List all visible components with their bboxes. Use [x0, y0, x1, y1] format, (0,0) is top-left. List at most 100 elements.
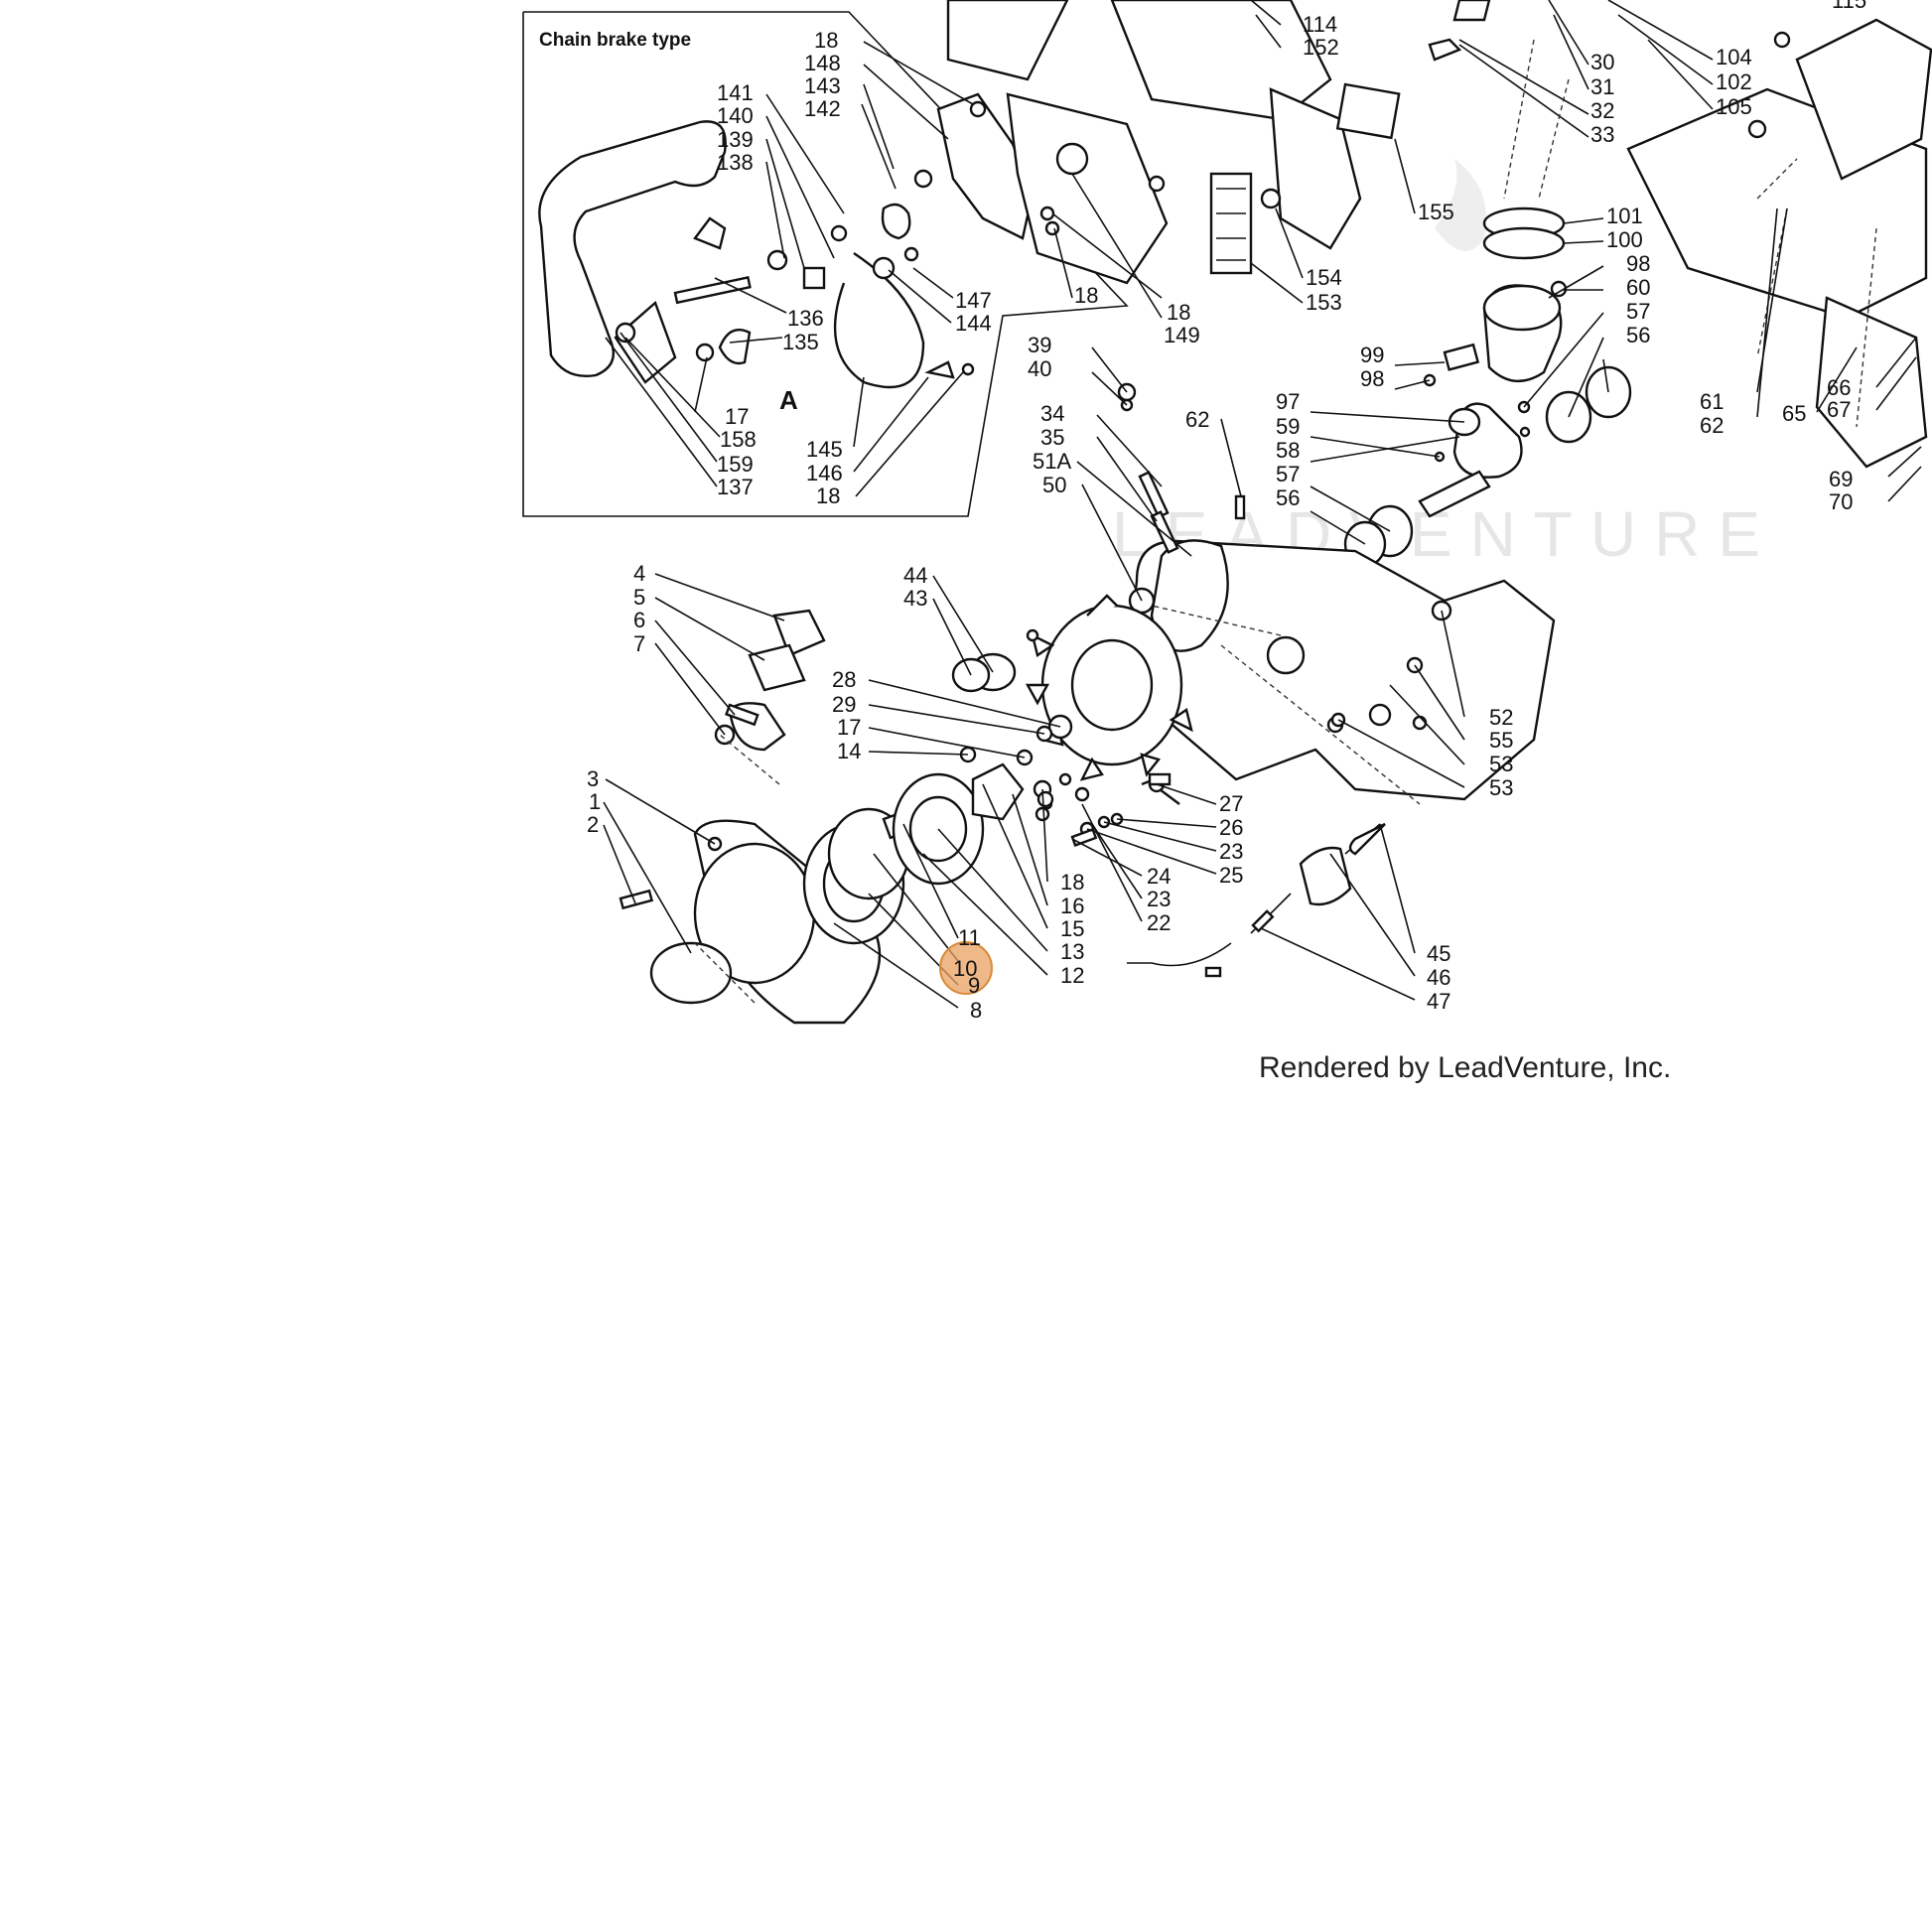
label-137[interactable]: 137 — [717, 475, 754, 499]
label-59[interactable]: 59 — [1276, 414, 1300, 439]
label-10[interactable]: 10 — [953, 956, 977, 981]
label-69[interactable]: 69 — [1829, 467, 1853, 491]
label-105[interactable]: 105 — [1716, 94, 1752, 119]
label-47[interactable]: 47 — [1427, 989, 1450, 1014]
label-98[interactable]: 98 — [1360, 366, 1384, 391]
label-65[interactable]: 65 — [1782, 401, 1806, 426]
label-4[interactable]: 4 — [633, 561, 645, 586]
label-50[interactable]: 50 — [1042, 473, 1066, 497]
label-115[interactable]: 115 — [1832, 0, 1866, 13]
label-31[interactable]: 31 — [1590, 74, 1614, 99]
label-34[interactable]: 34 — [1040, 401, 1064, 426]
label-32[interactable]: 32 — [1590, 98, 1614, 123]
label-12[interactable]: 12 — [1060, 963, 1084, 988]
label-26[interactable]: 26 — [1219, 815, 1243, 840]
crankcase — [1117, 382, 1556, 801]
label-135[interactable]: 135 — [782, 330, 819, 354]
label-155[interactable]: 155 — [1418, 200, 1454, 224]
label-142[interactable]: 142 — [804, 96, 841, 121]
label-67[interactable]: 67 — [1827, 397, 1851, 422]
label-22[interactable]: 22 — [1147, 910, 1171, 935]
label-57[interactable]: 57 — [1626, 299, 1650, 324]
label-51a[interactable]: 51A — [1033, 449, 1071, 474]
label-52[interactable]: 52 — [1489, 705, 1513, 730]
label-27[interactable]: 27 — [1219, 791, 1243, 816]
label-18[interactable]: 18 — [1167, 300, 1190, 325]
label-18[interactable]: 18 — [814, 28, 838, 53]
label-136[interactable]: 136 — [787, 306, 824, 331]
label-23[interactable]: 23 — [1147, 887, 1171, 911]
label-145[interactable]: 145 — [806, 437, 843, 462]
label-40[interactable]: 40 — [1028, 356, 1051, 381]
label-62[interactable]: 62 — [1185, 407, 1209, 432]
label-6[interactable]: 6 — [633, 608, 645, 632]
label-66[interactable]: 66 — [1827, 375, 1851, 400]
label-13[interactable]: 13 — [1060, 939, 1084, 964]
label-57[interactable]: 57 — [1276, 462, 1300, 486]
label-152[interactable]: 152 — [1303, 35, 1339, 60]
label-56[interactable]: 56 — [1276, 485, 1300, 510]
label-18[interactable]: 18 — [1060, 870, 1084, 895]
label-16[interactable]: 16 — [1060, 894, 1084, 918]
label-44[interactable]: 44 — [903, 563, 927, 588]
label-5[interactable]: 5 — [633, 585, 645, 610]
label-15[interactable]: 15 — [1060, 916, 1084, 941]
label-39[interactable]: 39 — [1028, 333, 1051, 357]
label-28[interactable]: 28 — [832, 667, 856, 692]
label-46[interactable]: 46 — [1427, 965, 1450, 990]
label-17[interactable]: 17 — [725, 404, 749, 429]
label-101[interactable]: 101 — [1606, 204, 1643, 228]
label-53[interactable]: 53 — [1489, 752, 1513, 776]
label-45[interactable]: 45 — [1427, 941, 1450, 966]
label-8[interactable]: 8 — [970, 998, 982, 1023]
label-153[interactable]: 153 — [1306, 290, 1342, 315]
label-18[interactable]: 18 — [1074, 283, 1098, 308]
label-24[interactable]: 24 — [1147, 864, 1171, 889]
label-147[interactable]: 147 — [955, 288, 992, 313]
label-3[interactable]: 3 — [587, 766, 599, 791]
label-100[interactable]: 100 — [1606, 227, 1643, 252]
label-141[interactable]: 141 — [717, 80, 754, 105]
label-149[interactable]: 149 — [1164, 323, 1200, 347]
label-25[interactable]: 25 — [1219, 863, 1243, 888]
label-9[interactable]: 9 — [968, 973, 980, 998]
label-58[interactable]: 58 — [1276, 438, 1300, 463]
detail-letter-a: A — [779, 385, 798, 415]
label-56[interactable]: 56 — [1626, 323, 1650, 347]
label-114[interactable]: 114 — [1303, 12, 1337, 37]
label-159[interactable]: 159 — [717, 452, 754, 477]
label-1[interactable]: 1 — [589, 789, 601, 814]
label-148[interactable]: 148 — [804, 51, 841, 75]
label-2[interactable]: 2 — [587, 812, 599, 837]
label-104[interactable]: 104 — [1716, 45, 1752, 69]
label-102[interactable]: 102 — [1716, 69, 1752, 94]
label-61[interactable]: 61 — [1700, 389, 1724, 414]
label-35[interactable]: 35 — [1040, 425, 1064, 450]
label-60[interactable]: 60 — [1626, 275, 1650, 300]
label-144[interactable]: 144 — [955, 311, 992, 336]
label-158[interactable]: 158 — [720, 427, 757, 452]
label-140[interactable]: 140 — [717, 103, 754, 128]
label-98[interactable]: 98 — [1626, 251, 1650, 276]
label-14[interactable]: 14 — [837, 739, 861, 763]
label-99[interactable]: 99 — [1360, 343, 1384, 367]
label-23[interactable]: 23 — [1219, 839, 1243, 864]
label-53[interactable]: 53 — [1489, 775, 1513, 800]
label-30[interactable]: 30 — [1590, 50, 1614, 74]
label-62[interactable]: 62 — [1700, 413, 1724, 438]
label-11[interactable]: 11 — [958, 925, 981, 950]
label-33[interactable]: 33 — [1590, 122, 1614, 147]
label-97[interactable]: 97 — [1276, 389, 1300, 414]
label-139[interactable]: 139 — [717, 127, 754, 152]
label-70[interactable]: 70 — [1829, 489, 1853, 514]
label-138[interactable]: 138 — [717, 150, 754, 175]
label-43[interactable]: 43 — [903, 586, 927, 611]
label-55[interactable]: 55 — [1489, 728, 1513, 753]
label-29[interactable]: 29 — [832, 692, 856, 717]
label-143[interactable]: 143 — [804, 73, 841, 98]
label-17[interactable]: 17 — [837, 715, 861, 740]
label-146[interactable]: 146 — [806, 461, 843, 485]
label-154[interactable]: 154 — [1306, 265, 1342, 290]
label-7[interactable]: 7 — [633, 631, 645, 656]
label-18[interactable]: 18 — [816, 483, 840, 508]
